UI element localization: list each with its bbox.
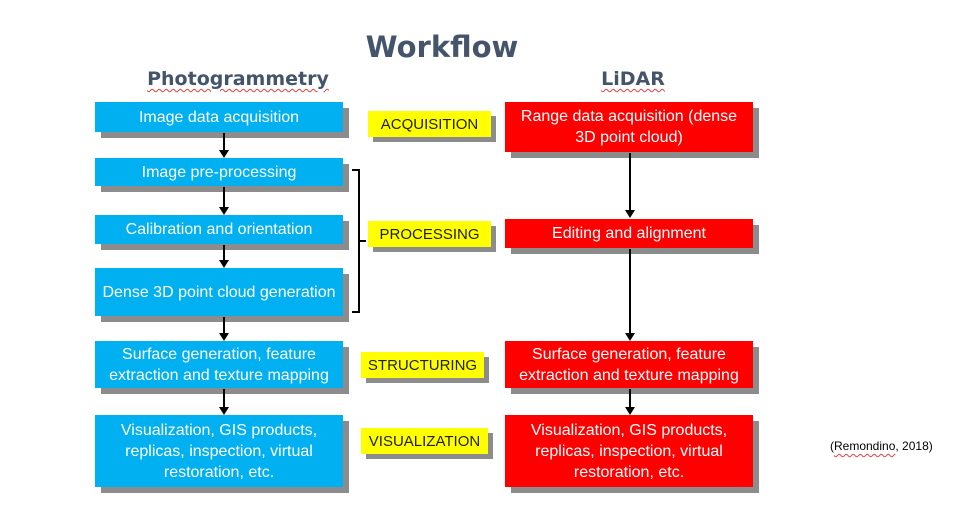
photo-arrow-3-line xyxy=(223,245,225,261)
stage-acquisition: ACQUISITION xyxy=(368,111,491,137)
lidar-step-range-acquisition: Range data acquisition (dense 3D point c… xyxy=(505,102,753,152)
photo-arrow-2-line xyxy=(223,187,225,208)
photo-step-calibration: Calibration and orientation xyxy=(95,215,343,244)
photo-arrow-1-line xyxy=(223,133,225,151)
photo-step-surface-generation: Surface generation, feature extraction a… xyxy=(95,341,343,388)
photo-step-image-acquisition: Image data acquisition xyxy=(95,102,343,132)
processing-bracket xyxy=(352,169,360,313)
lidar-step-visualization: Visualization, GIS products, replicas, i… xyxy=(505,415,753,487)
page-title: Workflow xyxy=(365,30,519,64)
photo-arrow-4-head xyxy=(219,333,229,341)
photo-arrow-4-line xyxy=(223,317,225,334)
citation: (Remondino, 2018) xyxy=(830,439,960,453)
stage-visualization: VISUALIZATION xyxy=(361,428,488,454)
lidar-arrow-3-head xyxy=(625,407,635,415)
lidar-arrow-2-head xyxy=(625,333,635,341)
lidar-arrow-1-line xyxy=(629,153,631,211)
citation-suffix: , 2018) xyxy=(895,439,933,453)
lidar-heading-text: LiDAR xyxy=(601,68,665,90)
lidar-arrow-3-line xyxy=(629,389,631,408)
photo-step-visualization: Visualization, GIS products, replicas, i… xyxy=(95,415,343,487)
stage-processing: PROCESSING xyxy=(368,221,491,247)
processing-bracket-tick xyxy=(360,240,366,242)
lidar-arrow-1-head xyxy=(625,210,635,218)
photo-arrow-5-line xyxy=(223,389,225,408)
lidar-step-editing-alignment: Editing and alignment xyxy=(505,219,753,248)
photo-step-dense-cloud: Dense 3D point cloud generation xyxy=(95,268,343,316)
stage-structuring: STRUCTURING xyxy=(361,352,484,378)
lidar-arrow-2-line xyxy=(629,249,631,334)
photo-arrow-5-head xyxy=(219,407,229,415)
photo-arrow-1-head xyxy=(219,150,229,158)
lidar-step-surface-generation: Surface generation, feature extraction a… xyxy=(505,341,753,388)
photo-arrow-2-head xyxy=(219,207,229,215)
photogrammetry-heading-text: Photogrammetry xyxy=(147,68,329,90)
photo-arrow-3-head xyxy=(219,260,229,268)
photogrammetry-heading: Photogrammetry xyxy=(100,68,376,90)
lidar-heading: LiDAR xyxy=(508,68,758,90)
citation-author: Remondino xyxy=(834,439,896,453)
citation-prefix: ( xyxy=(830,439,834,453)
photo-step-pre-processing: Image pre-processing xyxy=(95,158,343,186)
